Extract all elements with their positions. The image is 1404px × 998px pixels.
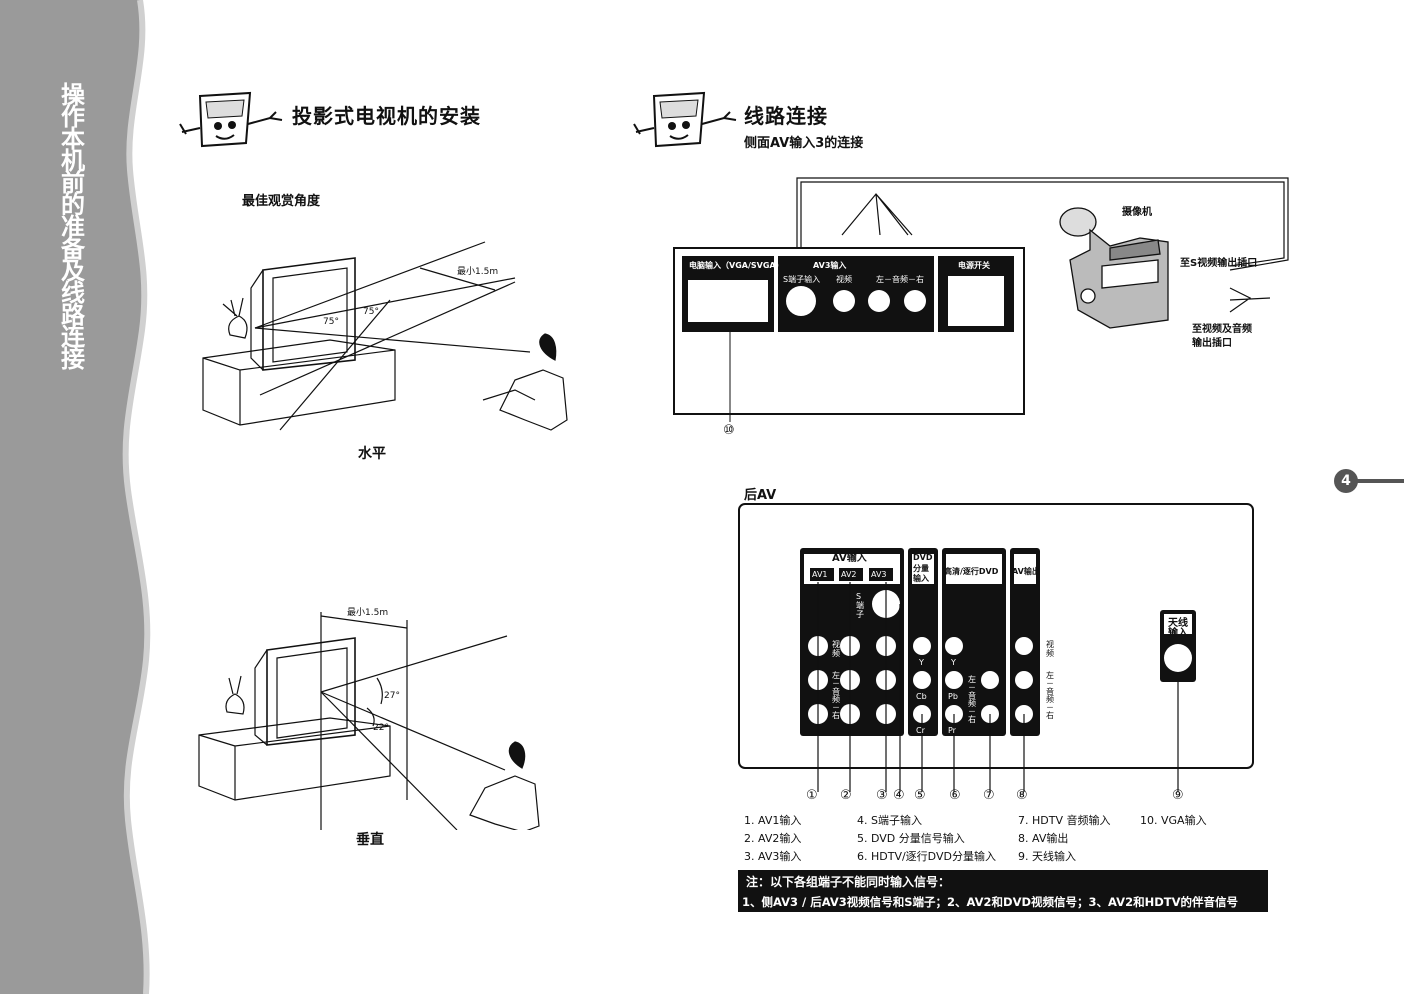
callout-9: ⑨ <box>1172 788 1184 803</box>
power-switch-label: 电源开关 <box>958 261 990 270</box>
av1-label: AV1 <box>812 570 828 579</box>
side-audio-label: 左－音频－右 <box>876 275 924 284</box>
legend-item: 3. AV3输入 <box>744 850 802 863</box>
callout-1: ① <box>806 788 818 803</box>
av3-label: AV3 <box>871 570 887 579</box>
callout-2: ② <box>840 788 852 803</box>
cr-label: Cr <box>916 726 925 735</box>
antenna-label-2: 输入 <box>1168 628 1188 639</box>
viewing-angle-title: 最佳观赏角度 <box>242 194 321 209</box>
avout-audio-label: 左－音频－右 <box>1046 671 1054 720</box>
sidebar-wave-shape <box>0 0 151 995</box>
legend-item: 1. AV1输入 <box>744 814 802 827</box>
rear-video-label: 视频 <box>832 640 840 658</box>
pb-label: Pb <box>948 692 958 701</box>
callout-7: ⑦ <box>983 788 995 803</box>
legend-item: 8. AV输出 <box>1018 832 1069 845</box>
v-angle-a: 27° <box>384 691 400 701</box>
callout-8: ⑧ <box>1016 788 1028 803</box>
avout-video-label: 视频 <box>1046 640 1054 658</box>
v-min-distance: 最小1.5m <box>347 607 388 618</box>
mascot-icon <box>633 91 737 148</box>
sidebar: 操作本机前的准备及线路连接 <box>0 0 160 995</box>
vertical-caption: 垂直 <box>356 832 384 848</box>
rear-av-panel-diagram <box>738 503 1254 792</box>
hd-dvd-label: 高清/逐行DVD <box>944 567 999 576</box>
install-title: 投影式电视机的安装 <box>292 104 481 128</box>
sidebar-title: 操作本机前的准备及线路连接 <box>61 81 85 373</box>
av-output-label: AV输出 <box>1012 567 1040 576</box>
mascot-icon <box>179 91 283 148</box>
callout-10: ⑩ <box>723 423 735 438</box>
connection-title: 线路连接 <box>744 104 828 128</box>
page-tab-bar <box>1356 479 1404 483</box>
legend-item: 9. 天线输入 <box>1018 850 1076 863</box>
legend-item: 5. DVD 分量信号输入 <box>857 832 965 845</box>
hd-y-label: Y <box>951 658 956 667</box>
rear-audio-label: 左－音频－右 <box>832 671 840 720</box>
legend-item: 4. S端子输入 <box>857 814 922 827</box>
signal-note-box: 注：以下各组端子不能同时输入信号： 1、侧AV3 / 后AV3视频信号和S端子；… <box>738 870 1268 912</box>
camcorder-label: 摄像机 <box>1122 207 1152 218</box>
pr-label: Pr <box>948 726 956 735</box>
pc-input-label: 电脑输入（VGA/SVGA） <box>689 261 784 270</box>
hd-audio-label: 左－音频－右 <box>968 675 976 724</box>
legend-item: 7. HDTV 音频输入 <box>1018 814 1111 827</box>
note-line-2: 1、侧AV3 / 后AV3视频信号和S端子；2、AV2和DVD视频信号；3、AV… <box>742 895 1238 909</box>
horizontal-caption: 水平 <box>358 446 386 462</box>
side-av-panel-diagram <box>673 177 1289 422</box>
side-av-subtitle: 侧面AV输入3的连接 <box>744 136 864 151</box>
v-angle-b: 22° <box>373 723 389 733</box>
callout-6: ⑥ <box>949 788 961 803</box>
cb-label: Cb <box>916 692 927 701</box>
av3-input-label: AV3输入 <box>813 261 847 270</box>
dvd-label-2: 分量 <box>913 564 929 573</box>
av-out-label-2: 输出插口 <box>1192 338 1232 349</box>
callout-4: ④ <box>893 788 905 803</box>
callout-5: ⑤ <box>914 788 926 803</box>
s-video-out-label: 至S视频输出插口 <box>1180 258 1258 269</box>
y-label: Y <box>919 658 924 667</box>
av-input-label: AV输入 <box>832 553 867 564</box>
note-line-1: 注：以下各组端子不能同时输入信号： <box>746 875 951 889</box>
page-number-badge: 4 <box>1334 469 1358 493</box>
vertical-viewing-diagram: 最小1.5m 27° 22° <box>198 607 540 830</box>
h-angle-b: 75° <box>363 307 379 317</box>
legend-item: 2. AV2输入 <box>744 832 802 845</box>
dvd-label-1: DVD <box>913 553 933 562</box>
s-input-label: S端子输入 <box>783 275 821 284</box>
h-min-distance: 最小1.5m <box>457 266 498 277</box>
side-video-label: 视频 <box>836 275 852 284</box>
s-terminal-label: S端子 <box>856 592 864 619</box>
horizontal-viewing-diagram: 最小1.5m 75° 75° <box>202 241 568 431</box>
callout-3: ③ <box>876 788 888 803</box>
antenna-label-1: 天线 <box>1168 618 1188 629</box>
av-out-label-1: 至视频及音频 <box>1192 324 1252 335</box>
rear-av-title: 后AV <box>744 488 777 503</box>
legend-item: 10. VGA输入 <box>1140 814 1207 827</box>
legend-item: 6. HDTV/逐行DVD分量输入 <box>857 850 996 863</box>
dvd-label-3: 输入 <box>913 574 929 583</box>
h-angle-a: 75° <box>323 317 339 327</box>
av2-label: AV2 <box>841 570 857 579</box>
